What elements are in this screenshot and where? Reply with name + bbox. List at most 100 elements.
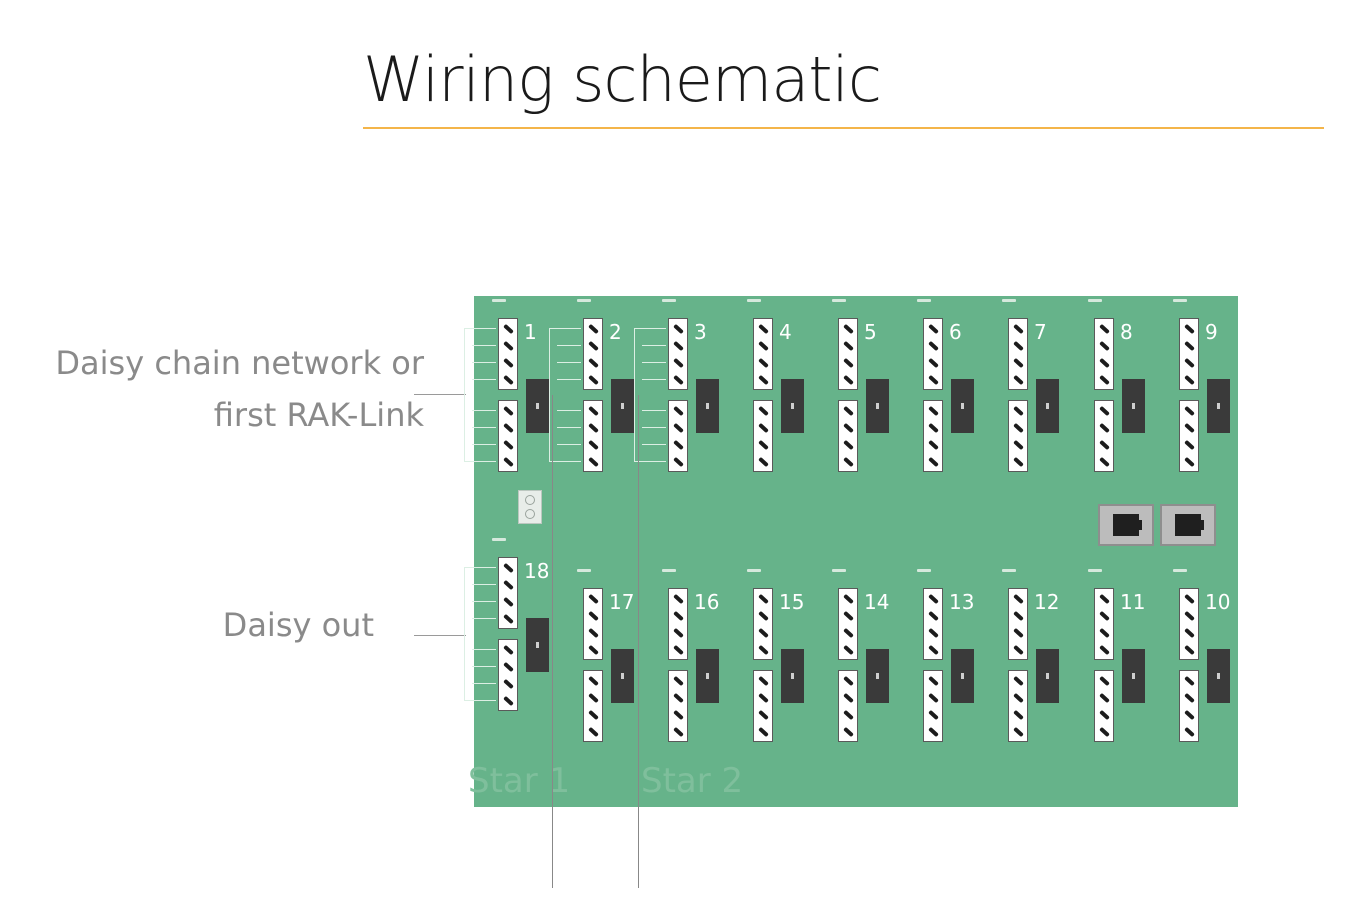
connector-cap-icon (747, 569, 761, 572)
channel-number: 17 (609, 590, 635, 614)
wire-lead (472, 379, 496, 380)
network-jack-icon (1207, 649, 1230, 703)
terminal-screw-icon (1099, 709, 1110, 721)
terminal-screw-icon (928, 456, 939, 468)
terminal-screw-icon (1013, 439, 1024, 451)
terminal-screw-icon (1184, 439, 1195, 451)
connector-cap-icon (1002, 299, 1016, 302)
terminal-screw-icon (1184, 644, 1195, 656)
channel-13: 13 (911, 569, 977, 758)
terminal-screw-icon (758, 357, 769, 369)
terminal-screw-icon (1013, 675, 1024, 687)
channel-8: 8 (1082, 299, 1148, 488)
terminal-screw-icon (758, 726, 769, 738)
terminal-screw-icon (758, 627, 769, 639)
terminal-block (923, 670, 943, 742)
terminal-screw-icon (588, 323, 599, 335)
terminal-screw-icon (1099, 692, 1110, 704)
channel-1: 1 (464, 299, 552, 488)
terminal-screw-icon (503, 323, 514, 335)
terminal-screw-icon (843, 439, 854, 451)
network-jack-icon (951, 649, 974, 703)
terminal-screw-icon (673, 323, 684, 335)
terminal-screw-icon (928, 675, 939, 687)
terminal-screw-icon (1184, 456, 1195, 468)
rj45-port-icon (1098, 504, 1154, 546)
connector-cap-icon (577, 569, 591, 572)
terminal-screw-icon (503, 340, 514, 352)
network-jack-icon (611, 649, 634, 703)
page-title: Wiring schematic (363, 43, 882, 116)
terminal-screw-icon (588, 675, 599, 687)
terminal-screw-icon (843, 644, 854, 656)
terminal-block (753, 588, 773, 660)
terminal-screw-icon (588, 439, 599, 451)
channel-12: 12 (996, 569, 1062, 758)
terminal-screw-icon (928, 709, 939, 721)
terminal-screw-icon (503, 579, 514, 591)
terminal-screw-icon (673, 374, 684, 386)
network-jack-icon (611, 379, 634, 433)
star-1-wire (552, 395, 553, 888)
network-jack-icon (1207, 379, 1230, 433)
terminal-block (1008, 318, 1028, 390)
channel-number: 8 (1120, 320, 1133, 344)
terminal-screw-icon (928, 405, 939, 417)
terminal-screw-icon (503, 422, 514, 434)
channel-17: 17 (571, 569, 637, 758)
connector-cap-icon (492, 538, 506, 541)
terminal-block (583, 588, 603, 660)
terminal-screw-icon (928, 323, 939, 335)
channel-number: 14 (864, 590, 890, 614)
terminal-screw-icon (1013, 593, 1024, 605)
network-jack-icon (696, 379, 719, 433)
terminal-screw-icon (1013, 726, 1024, 738)
wire-lead (642, 362, 666, 363)
terminal-screw-icon (1184, 422, 1195, 434)
terminal-screw-icon (928, 439, 939, 451)
terminal-screw-icon (673, 456, 684, 468)
terminal-screw-icon (673, 357, 684, 369)
connector-cap-icon (1002, 569, 1016, 572)
wire-lead (557, 345, 581, 346)
channel-3: 3 (634, 299, 722, 488)
terminal-screw-icon (503, 562, 514, 574)
wire-lead (557, 328, 581, 329)
terminal-screw-icon (928, 357, 939, 369)
channel-number: 13 (949, 590, 975, 614)
network-jack-icon (1036, 649, 1059, 703)
terminal-screw-icon (928, 340, 939, 352)
wire-lead (472, 461, 496, 462)
wire-lead (472, 601, 496, 602)
terminal-screw-icon (503, 644, 514, 656)
channel-number: 18 (524, 559, 550, 583)
terminal-block (583, 318, 603, 390)
terminal-block (583, 400, 603, 472)
terminal-block (923, 588, 943, 660)
terminal-screw-icon (928, 593, 939, 605)
terminal-screw-icon (1013, 405, 1024, 417)
terminal-screw-icon (1013, 357, 1024, 369)
terminal-screw-icon (928, 374, 939, 386)
terminal-block (1008, 588, 1028, 660)
title-underline (363, 127, 1324, 129)
terminal-block (498, 318, 518, 390)
channel-number: 4 (779, 320, 792, 344)
network-jack-icon (1122, 379, 1145, 433)
network-jack-icon (866, 649, 889, 703)
network-jack-icon (696, 649, 719, 703)
channel-4: 4 (741, 299, 807, 488)
terminal-screw-icon (1013, 627, 1024, 639)
terminal-screw-icon (673, 726, 684, 738)
terminal-screw-icon (673, 439, 684, 451)
terminal-screw-icon (588, 726, 599, 738)
network-jack-icon (1122, 649, 1145, 703)
terminal-screw-icon (588, 644, 599, 656)
terminal-screw-icon (928, 726, 939, 738)
terminal-screw-icon (1013, 692, 1024, 704)
terminal-screw-icon (588, 374, 599, 386)
terminal-block (1008, 670, 1028, 742)
terminal-screw-icon (588, 627, 599, 639)
terminal-block (923, 400, 943, 472)
channel-number: 3 (694, 320, 707, 344)
